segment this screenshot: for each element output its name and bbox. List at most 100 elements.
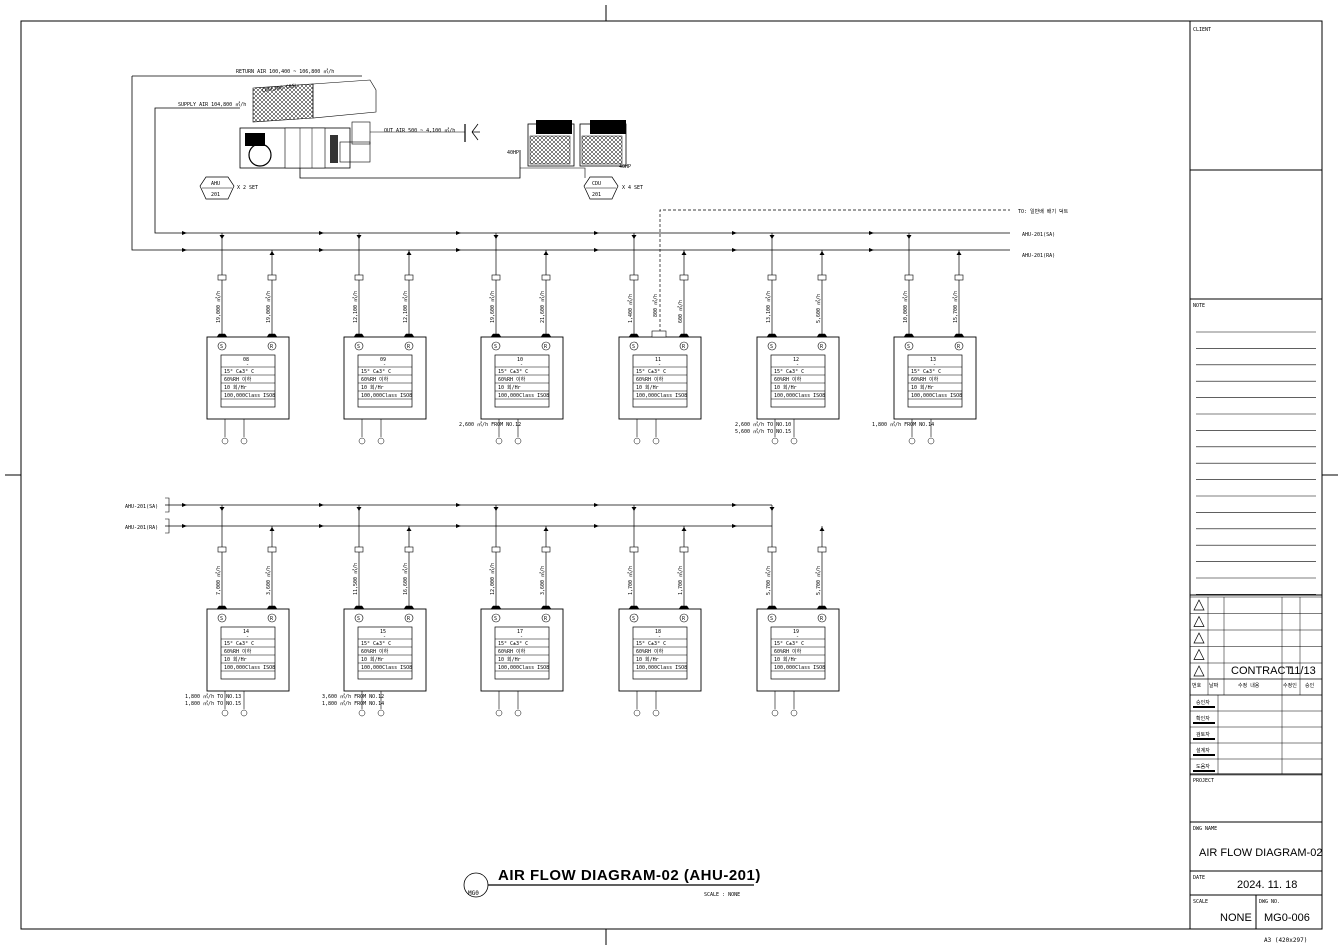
room-number: 11 (655, 357, 661, 363)
spec-2: 10 회/Hr (636, 656, 659, 663)
sa-flow: 13,100 ㎥/h (765, 291, 772, 323)
spec-0: 15° C±3° C (361, 641, 391, 647)
supply-symbol: S (632, 344, 635, 350)
spec-1: 60%RH 이하 (774, 648, 802, 655)
ra-flow: 3,600 ㎥/h (539, 566, 546, 595)
spec-2: 10 회/Hr (498, 656, 521, 663)
ra-flow: 5,600 ㎥/h (815, 294, 822, 323)
transfer-note-1: 5,600 ㎥/h TO NO.15 (735, 428, 791, 435)
transfer-note-0: 1,800 ㎥/h TO NO.13 (185, 693, 241, 700)
exhaust-flow: 800 ㎥/h (652, 294, 659, 317)
transfer-note-1: 1,800 ㎥/h FROM NO.14 (322, 700, 384, 707)
sa-flow: 19,000 ㎥/h (215, 291, 222, 323)
paper-size: A3 (420x297) (1264, 937, 1307, 944)
cdu-tag-top: CDU (592, 181, 601, 187)
return-symbol: R (682, 344, 686, 350)
fan-icon (248, 143, 272, 167)
ra-line-label: AHU-201(RA) (1022, 253, 1055, 259)
supply-symbol: S (220, 616, 223, 622)
room-box (480, 608, 564, 692)
supply-symbol: S (220, 344, 223, 350)
date-value: 2024. 11. 18 (1237, 879, 1297, 891)
spec-0: 15° C±3° C (498, 369, 528, 375)
revision-header-0: 번호 (1192, 682, 1202, 689)
room-dash: - (246, 634, 249, 640)
role-3: 설계자 (1196, 747, 1210, 754)
sa-line-label-2: AHU-201(SA) (125, 504, 158, 510)
scale-label: SCALE (1193, 899, 1208, 905)
supply-air-label: SUPPLY AIR 104,800 ㎥/h (178, 101, 246, 108)
room-dash: - (520, 362, 523, 368)
spec-0: 15° C±3° C (498, 641, 528, 647)
row1-header-fittings (182, 231, 874, 252)
cdu-count: X 4 SET (622, 185, 643, 191)
scale-text: SCALE : NONE (704, 892, 740, 898)
sa-flow: 10,000 ㎥/h (902, 291, 909, 323)
room-number: 14 (243, 629, 249, 635)
sa-flow: 12,000 ㎥/h (489, 563, 496, 595)
supply-symbol: S (770, 616, 773, 622)
dwg-name-label: DWG NAME (1193, 826, 1217, 832)
spec-0: 15° C±3° C (636, 369, 666, 375)
transfer-note-0: 1,800 ㎥/h FROM NO.14 (872, 421, 934, 428)
room-dash: - (520, 634, 523, 640)
revision-header-1: 날짜 (1209, 682, 1219, 689)
spec-3: 100,000Class ISO8 (774, 393, 825, 399)
room-number: 13 (930, 357, 936, 363)
spec-1: 60%RH 이하 (911, 376, 939, 383)
project-label: PROJECT (1193, 778, 1214, 784)
spec-3: 100,000Class ISO8 (361, 665, 412, 671)
sa-flow: 11,500 ㎥/h (352, 563, 359, 595)
transfer-note-0: 2,600 ㎥/h TO NO.10 (735, 421, 791, 428)
return-symbol: R (270, 344, 274, 350)
spec-3: 100,000Class ISO8 (224, 393, 275, 399)
spec-0: 15° C±3° C (361, 369, 391, 375)
room-number: 15 (380, 629, 386, 635)
ref-tag: MG0 (468, 890, 479, 897)
duct-headers-row2: AHU-201(SA) AHU-201(RA) (125, 497, 772, 534)
spec-0: 15° C±3° C (224, 369, 254, 375)
duct-headers-row1: TO: 일반배 배기 덕트 AHU-201(SA) AHU-201(RA) (659, 208, 1069, 332)
spec-2: 10 회/Hr (361, 656, 384, 663)
spec-1: 60%RH 이하 (498, 648, 526, 655)
condensing-units: 40HP 40HP CDU 201 X 4 SET (507, 120, 643, 200)
spec-3: 100,000Class ISO8 (636, 393, 687, 399)
return-symbol: R (820, 616, 824, 622)
ra-flow: 3,600 ㎥/h (265, 566, 272, 595)
supply-symbol: S (632, 616, 635, 622)
revision-table (1190, 596, 1322, 695)
ra-flow: 21,600 ㎥/h (539, 291, 546, 323)
dwg-no-label: DWG NO. (1259, 899, 1280, 905)
ra-flow: 600 ㎥/h (677, 300, 684, 323)
room-number: 18 (655, 629, 661, 635)
room-number: 19 (793, 629, 799, 635)
room-dash: - (383, 362, 386, 368)
revision-header-3: 수정인 (1283, 682, 1297, 689)
spec-0: 15° C±3° C (774, 641, 804, 647)
supply-symbol: S (494, 616, 497, 622)
room-number: 09 (380, 357, 386, 363)
spec-0: 15° C±3° C (224, 641, 254, 647)
supply-symbol: S (770, 344, 773, 350)
supply-symbol: S (357, 616, 360, 622)
cdu-hp-1: 40HP (507, 150, 519, 156)
spec-0: 15° C±3° C (911, 369, 941, 375)
contract-label: CONTRACT (1231, 665, 1292, 677)
scale-value: NONE (1220, 912, 1252, 924)
role-0: 승인자 (1196, 699, 1210, 706)
room-dash: - (383, 634, 386, 640)
ra-flow: 12,100 ㎥/h (402, 291, 409, 323)
spec-3: 100,000Class ISO8 (774, 665, 825, 671)
revision-triangle-icon (1193, 599, 1205, 611)
ahu-tag-top: AHU (211, 181, 220, 187)
room-dash: - (246, 362, 249, 368)
drawing-title: MG0 AIR FLOW DIAGRAM-02 (AHU-201) SCALE … (463, 867, 760, 898)
